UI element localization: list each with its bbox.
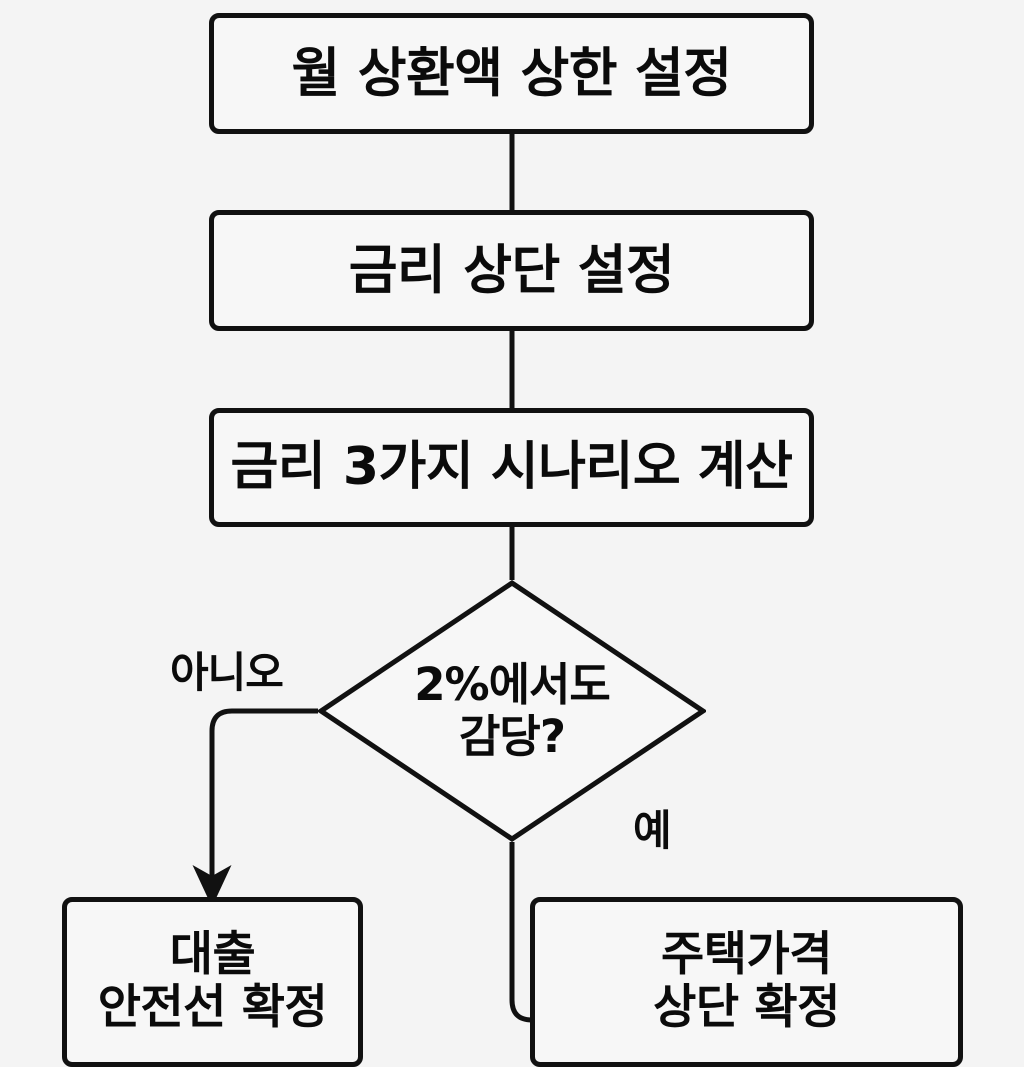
flow-node-label: 주택가격 상단 확정	[653, 927, 840, 1035]
branch-label-yes: 예	[633, 806, 672, 855]
connector-decision-yes-to-priceceiling	[509, 842, 533, 1023]
flow-node-house-price-ceiling-confirmed[interactable]: 주택가격 상단 확정	[530, 897, 963, 1067]
flow-node-monthly-repayment-cap[interactable]: 월 상환액 상한 설정	[209, 13, 814, 134]
diamond-shape	[318, 580, 706, 842]
flow-node-label: 금리 3가지 시나리오 계산	[230, 437, 793, 498]
flow-node-label: 월 상환액 상한 설정	[291, 42, 732, 104]
flowchart-canvas: 월 상환액 상한 설정 금리 상단 설정 금리 3가지 시나리오 계산 2%에서…	[62, 13, 963, 1067]
flow-node-interest-rate-ceiling[interactable]: 금리 상단 설정	[209, 210, 814, 331]
flow-node-label: 금리 상단 설정	[348, 239, 675, 301]
connector-decision-no-to-loansafeline	[192, 708, 318, 908]
flow-node-loan-safety-line-confirmed[interactable]: 대출 안전선 확정	[62, 897, 363, 1067]
flow-node-label: 2%에서도 감당?	[414, 657, 611, 763]
flow-node-label: 대출 안전선 확정	[97, 927, 328, 1035]
branch-label-no: 아니오	[170, 648, 284, 697]
flow-node-three-rate-scenarios[interactable]: 금리 3가지 시나리오 계산	[209, 408, 814, 527]
flow-node-decision-afford-at-2-percent[interactable]: 2%에서도 감당?	[318, 580, 706, 842]
